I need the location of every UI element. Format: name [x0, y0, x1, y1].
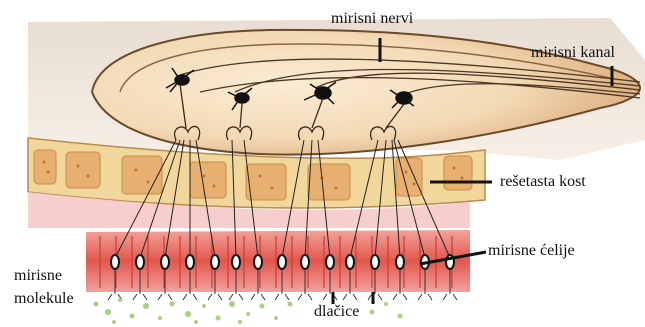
- label-olfactory-cells: mirisne ćelije: [488, 242, 575, 260]
- receptor-cells: [111, 255, 454, 269]
- label-cribriform-bone: rešetasta kost: [500, 173, 586, 191]
- label-olfactory-canal: mirisni kanal: [531, 44, 615, 62]
- label-odor-molecules-line2: molekule: [14, 290, 74, 308]
- label-odor-molecules-line1: mirisne: [14, 267, 62, 285]
- label-cilia: dlačice: [314, 303, 359, 321]
- label-olfactory-nerves: mirisni nervi: [331, 10, 413, 28]
